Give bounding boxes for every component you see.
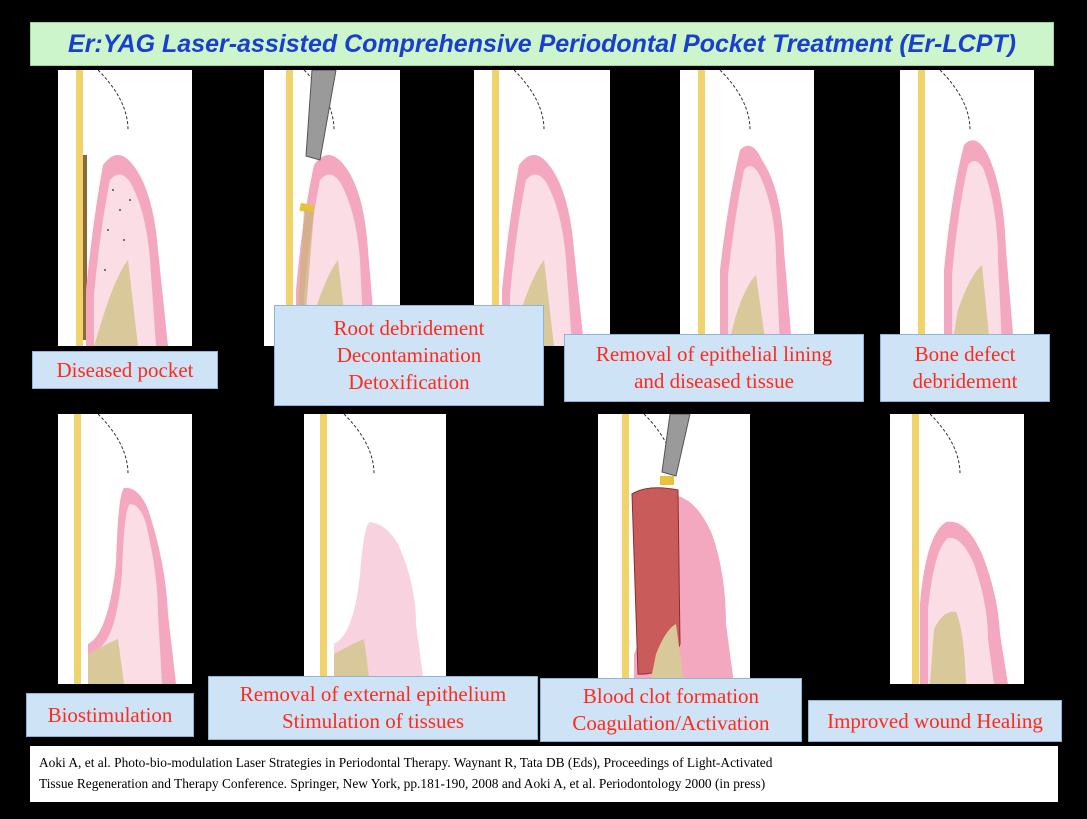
periodontal-illustration (304, 414, 446, 684)
page-title: Er:YAG Laser-assisted Comprehensive Peri… (68, 30, 1016, 59)
step-label-wound-healing: Improved wound Healing (808, 700, 1062, 742)
step-label-root-debridement: Root debridement Decontamination Detoxif… (274, 305, 544, 406)
periodontal-illustration (58, 414, 192, 684)
panel-biostimulation (58, 414, 192, 684)
panel-diseased-pocket (58, 70, 192, 346)
periodontal-illustration (890, 414, 1024, 684)
step-label-external-epithelium: Removal of external epithelium Stimulati… (208, 676, 538, 740)
title-banner: Er:YAG Laser-assisted Comprehensive Peri… (30, 22, 1054, 66)
reference-citation: Aoki A, et al. Photo-bio-modulation Lase… (30, 746, 1058, 802)
step-label-biostimulation: Biostimulation (26, 693, 194, 737)
panel-blood-clot (598, 414, 750, 684)
step-label-epithelial-removal: Removal of epithelial lining and disease… (564, 334, 864, 402)
reference-line-1: Aoki A, et al. Photo-bio-modulation Lase… (39, 752, 1049, 773)
panel-wound-healing (890, 414, 1024, 684)
periodontal-illustration (598, 414, 750, 684)
panel-bone-debridement (900, 70, 1034, 346)
laser-tip-icon (660, 414, 690, 485)
reference-line-2: Tissue Regeneration and Therapy Conferen… (39, 773, 1049, 794)
step-label-blood-clot: Blood clot formation Coagulation/Activat… (540, 678, 802, 742)
panel-bone-defect (680, 70, 814, 346)
periodontal-illustration (900, 70, 1034, 346)
periodontal-illustration (680, 70, 814, 346)
step-label-bone-defect: Bone defect debridement (880, 334, 1050, 402)
panel-external-epithelium (304, 414, 446, 684)
step-label-diseased-pocket: Diseased pocket (32, 351, 218, 389)
periodontal-illustration (58, 70, 192, 346)
